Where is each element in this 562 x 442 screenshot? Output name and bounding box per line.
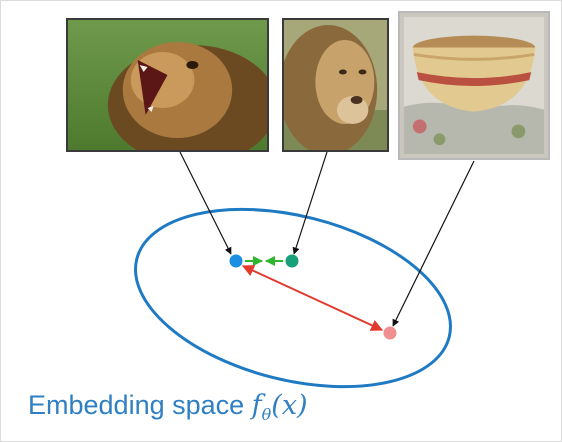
lion-roaring-photo — [66, 18, 269, 152]
caption-theta: θ — [261, 405, 272, 424]
lion-portrait-photo — [282, 18, 389, 152]
lion-roaring-connector — [179, 151, 232, 255]
bowl-photo — [398, 11, 550, 160]
embedding-space-ellipse — [134, 207, 452, 389]
caption-f: f — [251, 390, 262, 421]
caption-text: Embedding space — [28, 390, 252, 420]
bowl-point — [383, 326, 397, 340]
lion-portrait-connector — [292, 151, 328, 255]
bowl-connector — [392, 160, 475, 327]
lion-portrait-point — [285, 254, 299, 268]
caption-arg: (x) — [271, 390, 308, 421]
push-arrow — [241, 265, 384, 331]
lion-roaring-point — [229, 254, 243, 268]
embedding-space-caption: Embedding space fθ(x) — [28, 390, 308, 424]
caption-math: fθ(x) — [251, 390, 308, 424]
